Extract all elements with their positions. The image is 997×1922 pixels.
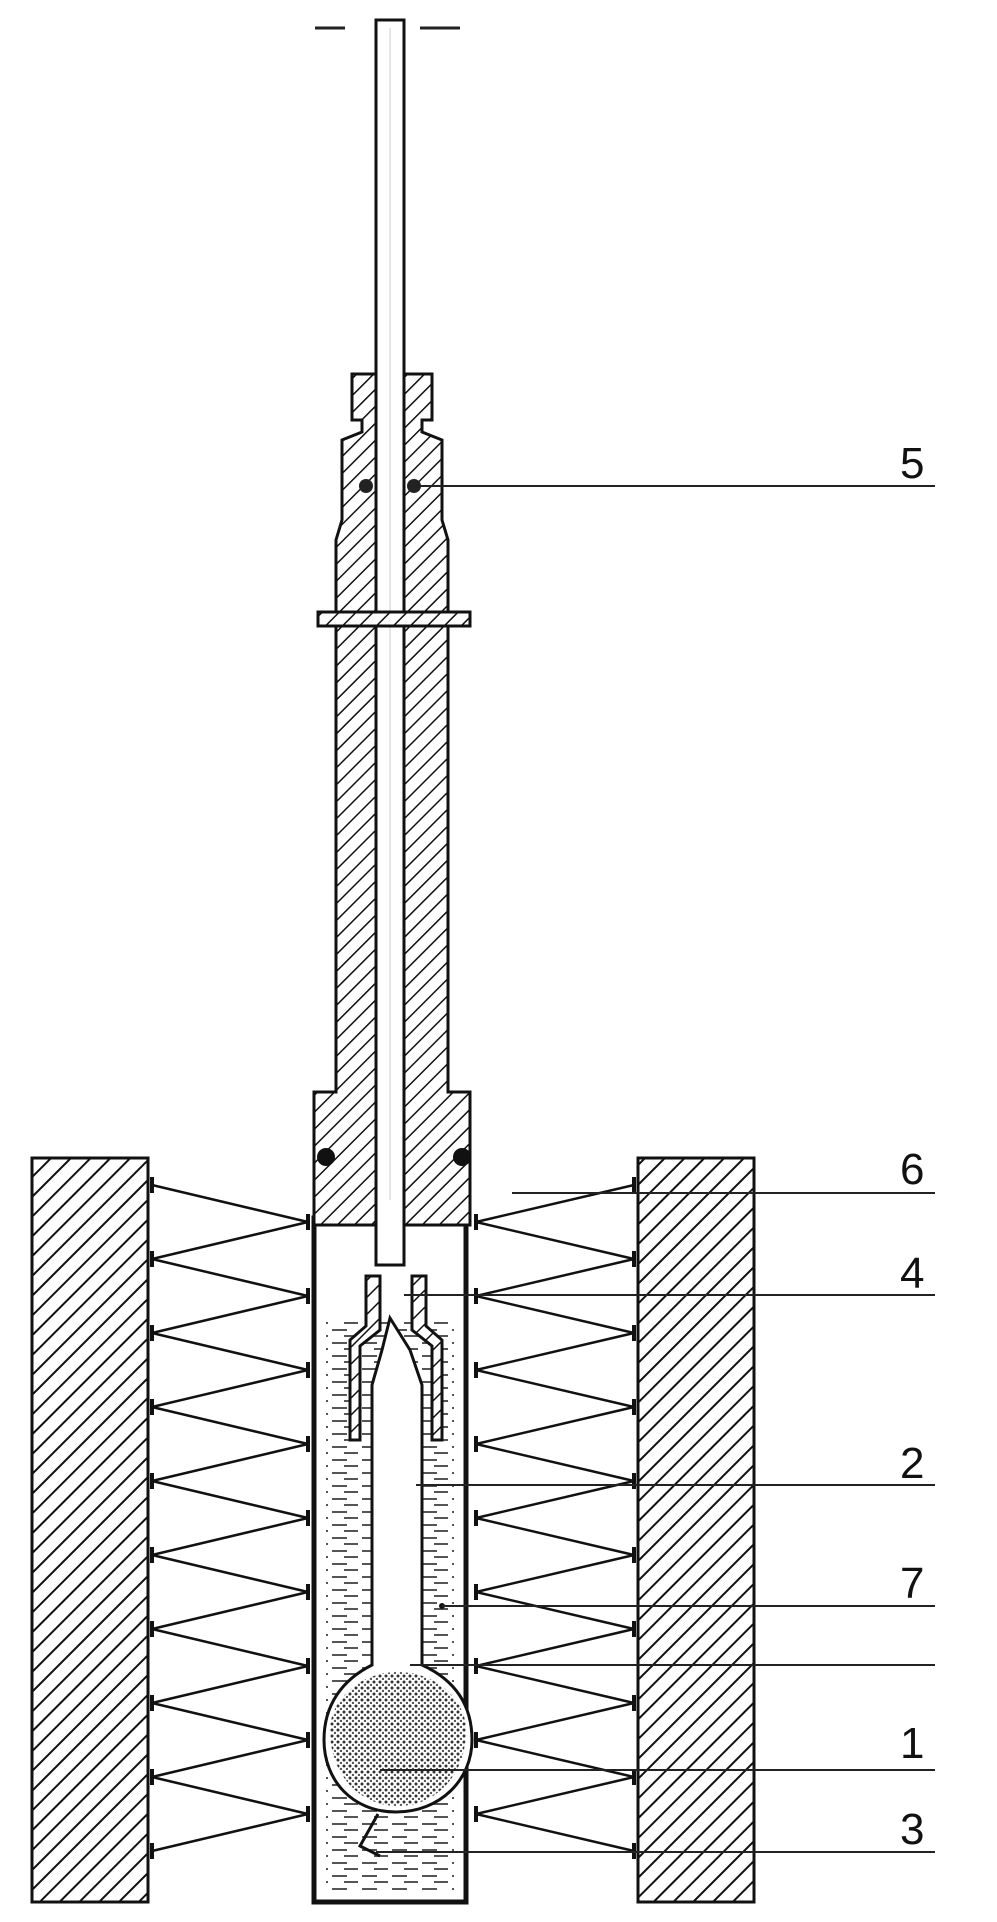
right-wall <box>636 1156 756 1904</box>
spring-array-left <box>150 1177 310 1859</box>
spring-array-right <box>474 1177 636 1859</box>
o-ring-left <box>317 1148 335 1166</box>
adapter-sleeve <box>348 1274 382 1442</box>
spring-right <box>475 1183 635 1853</box>
label-2: 2 <box>900 1439 924 1488</box>
flange-plate <box>316 610 472 628</box>
label-6: 6 <box>900 1145 924 1194</box>
ampoule-tip <box>357 1813 381 1858</box>
label-3: 3 <box>900 1805 924 1854</box>
spring-left <box>151 1183 309 1853</box>
label-1: 1 <box>900 1719 924 1768</box>
left-wall <box>30 1156 150 1904</box>
label-7: 7 <box>900 1559 924 1608</box>
label-5: 5 <box>900 439 924 488</box>
leader-lines <box>376 485 935 1853</box>
label-4: 4 <box>900 1249 924 1298</box>
adapter-sleeve-right <box>410 1274 444 1442</box>
o-ring-right <box>453 1148 471 1166</box>
seal-ring-left <box>359 479 373 493</box>
sample-filling <box>330 1672 466 1806</box>
